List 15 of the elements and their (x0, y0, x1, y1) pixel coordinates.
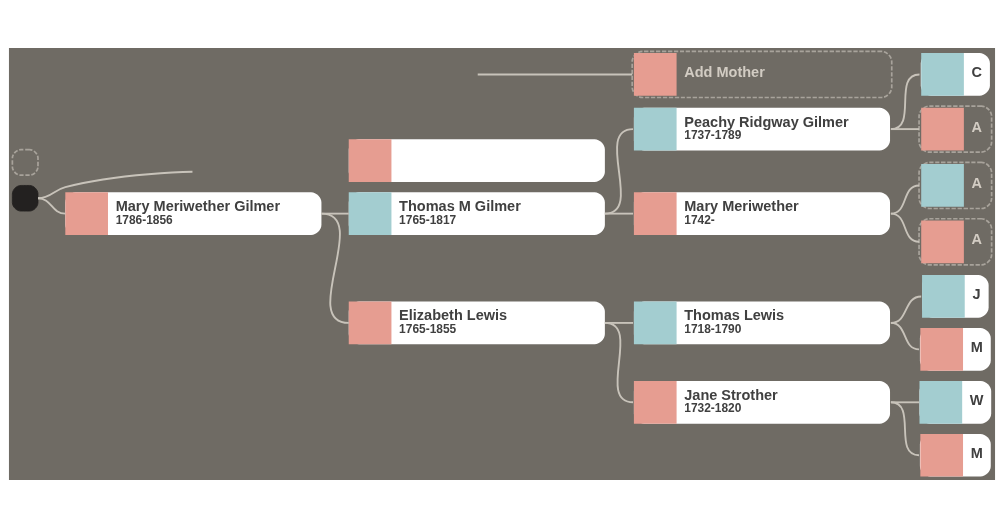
connector (37, 196, 67, 215)
connector (603, 321, 634, 403)
connector (889, 127, 920, 130)
connector (889, 73, 921, 130)
connector (889, 400, 920, 456)
connector (889, 212, 920, 243)
connector (889, 400, 920, 403)
connector (603, 127, 634, 215)
connector (889, 321, 920, 350)
connector (476, 73, 634, 75)
node-box (11, 148, 39, 176)
connector (37, 170, 194, 199)
node-box (11, 184, 39, 211)
connector (603, 212, 634, 215)
connector (320, 212, 350, 324)
